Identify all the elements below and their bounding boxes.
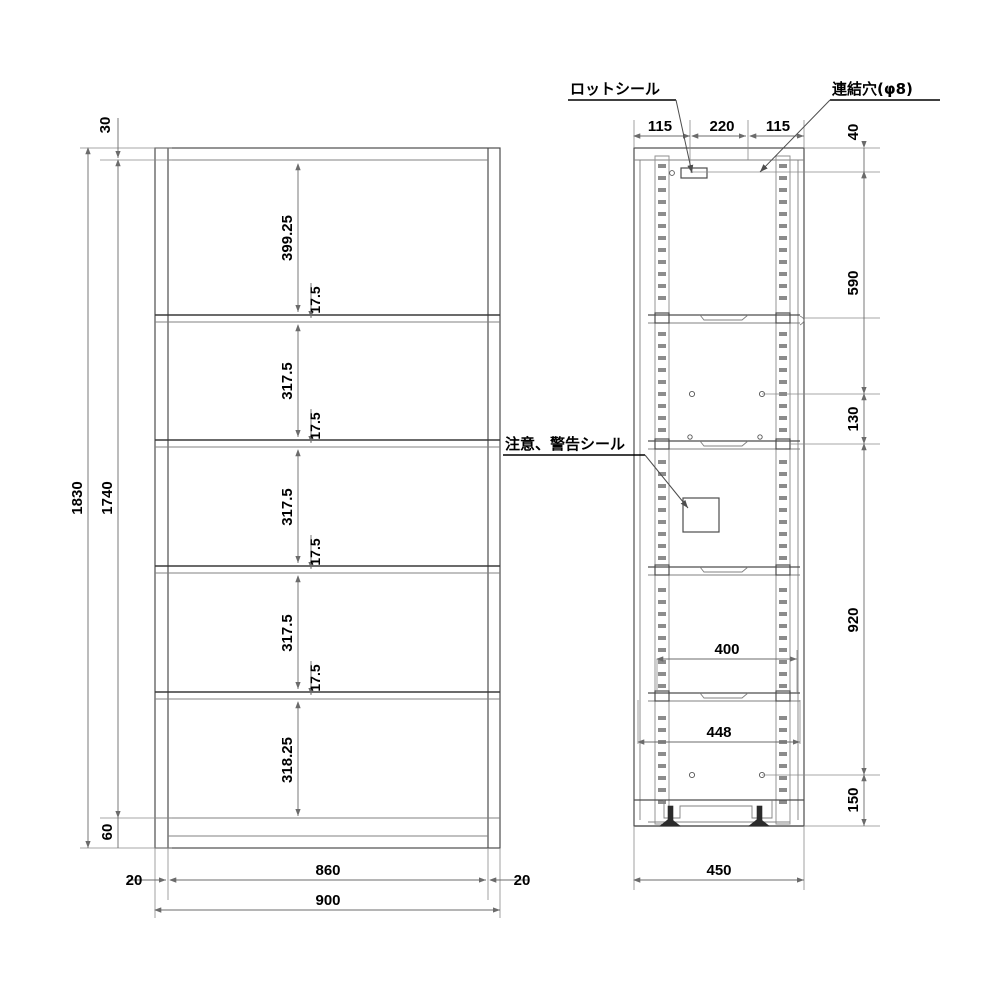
dimlabel-bay-2: 317.5 [279,362,296,400]
front-shelves [155,314,500,700]
dimlabel-frame-height: 1740 [99,481,116,514]
dimlabel-overall-width: 900 [315,892,340,909]
side-depth-dim: 450 [633,826,805,890]
side-base-assembly [634,799,804,827]
dimlabel-bay-3: 317.5 [279,488,296,526]
dimlabel-top-to-hole: 40 [845,124,862,141]
side-right-dim-chain: 40 590 130 920 150 [690,124,880,827]
dimlabel-mid-bay: 130 [845,406,862,431]
dimlabel-bay-4: 317.5 [279,614,296,652]
front-cabinet-body [154,147,501,849]
dimlabel-left-offset: 115 [648,118,672,135]
leveling-foot-left [659,805,681,827]
annotation-link-hole-leader [759,99,831,173]
annotation-link-hole: 連結穴(φ8) [759,80,940,173]
annotation-caution-seal-label: 注意、警告シール [505,435,625,453]
dimlabel-upper-bay: 590 [845,270,862,295]
dimlabel-right-post: 20 [514,872,531,889]
dimlabel-right-offset: 115 [766,118,790,135]
front-elevation-view: 399.25 17.5 317.5 17.5 317.5 17.5 317.5 … [69,117,530,918]
link-hole-1 [688,390,696,398]
dimlabel-top-gap: 30 [97,117,114,134]
dimlabel-bay-5: 318.25 [279,737,296,783]
side-shelf-2 [648,434,800,450]
side-shelf-4 [648,690,800,702]
side-top-dim-chain: 115 220 115 [633,118,805,170]
dimlabel-center-span: 220 [709,118,734,135]
lot-seal-marker [669,167,708,179]
dimlabel-lower-bay: 920 [845,607,862,632]
dimlabel-overall-height: 1830 [69,481,86,514]
dimlabel-base-height: 150 [845,787,862,812]
front-bottom-dim-chain: 20 860 20 900 [126,848,531,918]
dimlabel-shelf-width: 448 [706,724,731,741]
dimlabel-shelf-thk-3: 17.5 [307,538,323,565]
link-hole-3 [688,771,696,779]
annotation-caution-seal: 注意、警告シール [503,435,689,509]
front-shelf-4 [155,691,500,700]
front-shelf-2 [155,439,500,448]
dimlabel-shelf-clear-width: 400 [714,641,739,658]
side-elevation-view: 115 220 115 40 590 130 [633,118,880,890]
side-shelf-3 [648,564,800,576]
front-outer-frame [154,147,501,849]
dimlabel-bottom-gap: 60 [99,824,116,841]
dimlabel-shelf-thk-1: 17.5 [307,286,323,313]
annotation-lot-seal-leader [675,99,694,174]
side-shelf-1 [648,312,805,326]
annotation-lot-seal-label: ロットシール [570,80,660,98]
caution-seal-square [682,497,720,533]
dimlabel-left-post: 20 [126,872,143,889]
dimlabel-bay-1: 399.25 [279,215,296,261]
dimlabel-inner-width: 860 [315,862,340,879]
lot-seal-rect [680,167,708,179]
side-inner-dim-chain: 400 448 [637,641,801,745]
side-upright-left [654,155,670,825]
annotation-lot-seal: ロットシール [568,80,694,174]
lot-seal-hole [669,170,675,176]
annotations-layer: ロットシール 連結穴(φ8) 注意、警告シール [503,80,940,509]
front-shelf-1 [155,314,500,323]
front-internal-dim-chain: 399.25 17.5 317.5 17.5 317.5 17.5 317.5 … [279,163,323,816]
dimlabel-shelf-thk-4: 17.5 [307,664,323,691]
base-profile [663,800,773,819]
annotation-link-hole-label: 連結穴(φ8) [832,80,913,98]
front-shelf-3 [155,565,500,574]
leveling-foot-right [748,805,770,827]
dimlabel-overall-depth: 450 [706,862,731,879]
front-left-dim-chain: 30 1830 1740 60 [69,117,172,849]
annotation-caution-seal-leader [644,454,689,509]
dimlabel-shelf-thk-2: 17.5 [307,412,323,439]
